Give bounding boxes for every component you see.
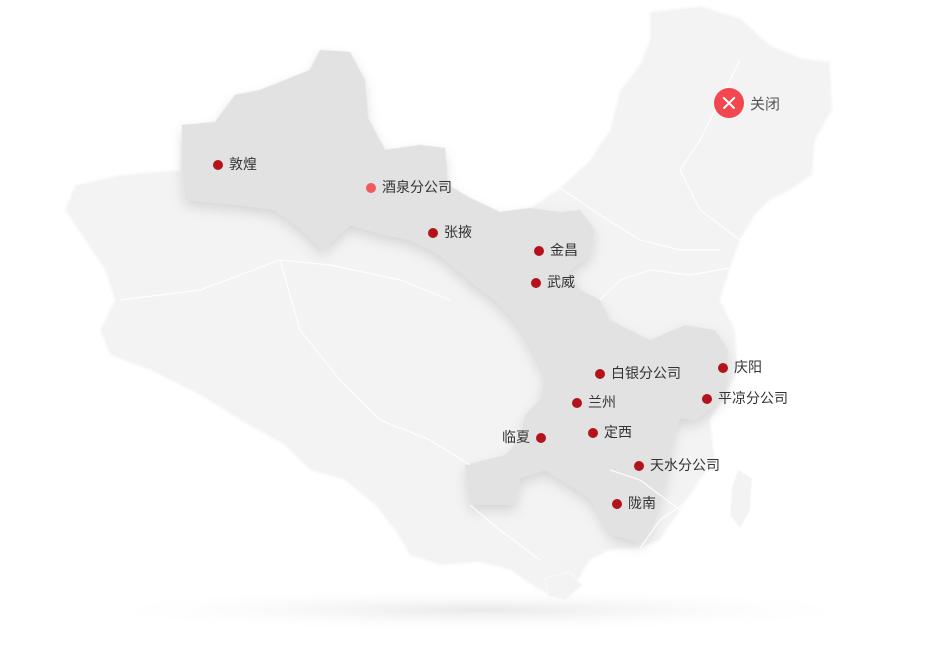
city-label: 金昌 <box>550 243 578 259</box>
city-label: 临夏 <box>502 430 530 446</box>
city-marker-lanzhou[interactable]: 兰州 <box>572 395 616 411</box>
location-dot-icon <box>702 394 712 404</box>
city-label: 平凉分公司 <box>718 391 788 407</box>
location-dot-icon <box>534 246 544 256</box>
city-label: 张掖 <box>444 225 472 241</box>
city-marker-baiyin[interactable]: 白银分公司 <box>595 366 681 382</box>
location-dot-icon <box>531 278 541 288</box>
city-label: 武威 <box>547 275 575 291</box>
location-dot-icon <box>428 228 438 238</box>
location-dot-icon <box>536 433 546 443</box>
location-dot-icon <box>718 363 728 373</box>
city-label: 敦煌 <box>229 157 257 173</box>
city-label: 庆阳 <box>734 360 762 376</box>
city-marker-jinchang[interactable]: 金昌 <box>534 243 578 259</box>
city-marker-jiuquan[interactable]: 酒泉分公司 <box>366 180 452 196</box>
city-label: 兰州 <box>588 395 616 411</box>
hainan-island <box>544 571 583 601</box>
location-dot-icon <box>588 428 598 438</box>
close-label: 关闭 <box>750 94 781 113</box>
city-marker-zhangye[interactable]: 张掖 <box>428 225 472 241</box>
city-label: 陇南 <box>628 496 656 512</box>
map-ground-shadow <box>80 588 880 632</box>
city-marker-qingyang[interactable]: 庆阳 <box>718 360 762 376</box>
close-x-icon <box>714 88 744 118</box>
location-dot-icon <box>572 398 582 408</box>
city-marker-tianshui[interactable]: 天水分公司 <box>634 458 720 474</box>
city-marker-dunhuang[interactable]: 敦煌 <box>213 157 257 173</box>
city-marker-linxia[interactable]: 临夏 <box>502 430 546 446</box>
city-label: 白银分公司 <box>611 366 681 382</box>
city-marker-longnan[interactable]: 陇南 <box>612 496 656 512</box>
location-dot-icon <box>612 499 622 509</box>
city-marker-pingliang[interactable]: 平凉分公司 <box>702 391 788 407</box>
gansu-province <box>182 50 728 542</box>
close-button[interactable]: 关闭 <box>714 88 780 118</box>
city-label: 酒泉分公司 <box>382 180 452 196</box>
taiwan-island <box>729 469 753 529</box>
location-dot-icon <box>634 461 644 471</box>
location-dot-icon <box>366 183 376 193</box>
city-label: 定西 <box>604 425 632 441</box>
location-dot-icon <box>595 369 605 379</box>
city-marker-wuwei[interactable]: 武威 <box>531 275 575 291</box>
location-dot-icon <box>213 160 223 170</box>
city-marker-dingxi[interactable]: 定西 <box>588 425 632 441</box>
city-label: 天水分公司 <box>650 458 720 474</box>
